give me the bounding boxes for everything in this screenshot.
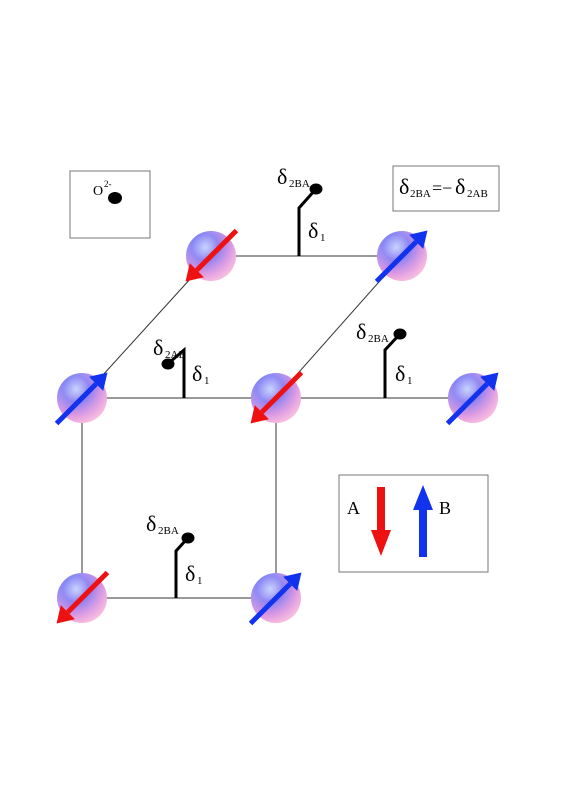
relation-left-subscript: 2BA: [410, 188, 431, 200]
delta2-symbol: δ: [146, 511, 156, 536]
spin-legend-a-label: A: [347, 498, 360, 518]
oxygen-dot-icon: [309, 183, 323, 195]
arrow-down-icon: [250, 405, 269, 424]
oxygen-dot-icon: [108, 192, 122, 204]
delta2-symbol: δ: [356, 319, 366, 344]
distortion-marker: δ 2BA δ 1: [146, 511, 203, 598]
oxygen-dot-icon: [161, 358, 175, 370]
atoms: [54, 228, 499, 626]
spin-legend: A B: [338, 474, 489, 573]
atom-b: [54, 372, 108, 426]
delta1-symbol: δ: [185, 561, 195, 586]
arrow-up-icon: [413, 485, 433, 557]
oxygen-legend: O 2-: [69, 170, 151, 239]
spin-legend-b-label: B: [439, 498, 451, 518]
distortion-markers: δ 2BA δ 1 δ 2AB δ 1 δ 2BA δ 1 δ 2BA: [146, 164, 413, 598]
delta2-subscript: 2BA: [158, 525, 179, 537]
delta1-symbol: δ: [308, 218, 318, 243]
arrow-up-icon: [89, 372, 108, 391]
distortion-marker: δ 2AB δ 1: [153, 335, 210, 398]
delta1-symbol: δ: [395, 361, 405, 386]
relation-left-symbol: δ: [399, 174, 409, 199]
atom-a: [185, 228, 239, 282]
arrow-up-icon: [409, 230, 428, 249]
atom-b: [248, 572, 302, 626]
arrow-up-icon: [283, 572, 302, 591]
relation-box: δ 2BA =− δ 2AB: [392, 165, 500, 212]
atom-a: [56, 570, 110, 624]
oxygen-label: O: [93, 184, 103, 199]
delta2-subscript: 2BA: [368, 333, 389, 345]
delta2-subscript: 2BA: [289, 178, 310, 190]
distortion-marker: δ 2BA δ 1: [277, 164, 326, 256]
delta1-subscript: 1: [320, 232, 326, 244]
relation-right-symbol: δ: [455, 174, 465, 199]
atom-b: [374, 230, 428, 284]
arrow-up-icon: [480, 372, 499, 391]
oxygen-dot-icon: [181, 532, 195, 544]
atom-b: [445, 372, 499, 426]
arrow-down-icon: [56, 605, 75, 624]
delta1-subscript: 1: [204, 375, 210, 387]
delta1-symbol: δ: [192, 361, 202, 386]
lattice-bonds: [81, 255, 473, 599]
relation-equals: =−: [432, 178, 452, 198]
delta2-subscript: 2AB: [165, 349, 186, 361]
delta1-subscript: 1: [197, 575, 203, 587]
delta2-symbol: δ: [153, 335, 163, 360]
relation-right-subscript: 2AB: [467, 188, 488, 200]
arrow-down-icon: [371, 487, 391, 556]
delta2-symbol: δ: [277, 164, 287, 189]
delta1-subscript: 1: [407, 375, 413, 387]
oxygen-charge: 2-: [104, 179, 112, 189]
distortion-marker: δ 2BA δ 1: [356, 319, 413, 398]
atom-a: [250, 370, 304, 424]
arrow-down-icon: [185, 263, 204, 282]
oxygen-dot-icon: [393, 328, 407, 340]
